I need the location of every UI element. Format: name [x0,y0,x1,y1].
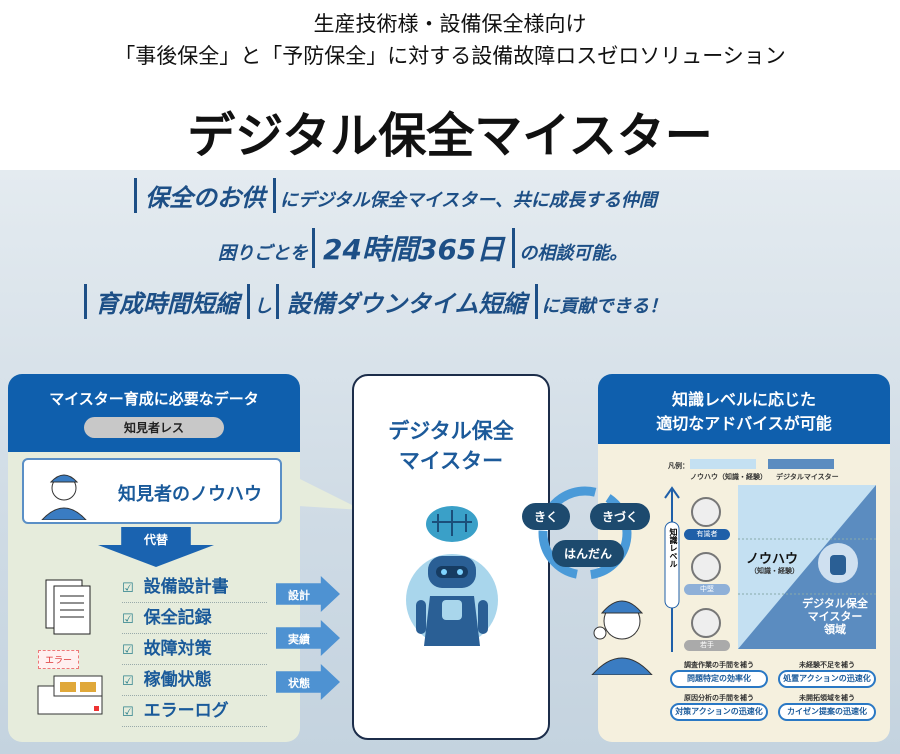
checklist-item: ☑ 保全記録 [122,603,267,634]
level-axis-arrow [664,486,680,652]
speech-tail [282,470,362,510]
slogan-3: 育成時間短縮し設備ダウンタイム短縮に貢献できる！ [80,284,667,319]
machine-icon [37,675,103,715]
benefit-label: 原因分析の手間を補う [684,694,754,702]
slogan-text: の相談可能。 [519,243,628,264]
slogan-text: し [254,296,272,317]
midlevel-avatar [691,552,721,582]
digital-region-label: デジタル保全マイスター領域 [795,597,875,636]
center-title-line1: デジタル保全 [388,419,514,443]
knowhow-title: ノウハウ [746,552,799,567]
document-icon [45,579,91,635]
checkbox-icon: ☑ [122,581,134,596]
checklist-item: ☑ 故障対策 [122,634,267,665]
slogan-text: にデジタル保全マイスター、共に成長する仲間 [280,190,657,211]
pill-badge: 知見者レス [83,417,224,438]
benefit-label: 未開拓領域を補う [799,694,855,702]
subtitle-line2: 「事後保全」と「予防保全」に対する設備故障ロスゼロソリューション [114,44,786,68]
junior-avatar [691,608,721,638]
knowhow-box: 知見者のノウハウ [22,458,282,524]
slogan-highlight: 設備ダウンタイム短縮 [276,284,538,319]
digital-label-1: デジタル保全 [802,597,868,610]
checklist-item: ☑ エラーログ [122,696,267,727]
substitute-label: 代替 [143,533,168,547]
knowhow-subtitle: （知識・経験） [750,567,799,575]
item-label: 故障対策 [143,639,212,659]
slogan-text: 困りごとを [218,243,308,264]
slogan-highlight: 保全のお供 [134,178,276,213]
benefit-label: 未経験不足を補う [799,661,855,669]
robot-icon [406,506,498,646]
benefit-value: 問題特定の効率化 [670,670,768,688]
checklist-item: ☑ 設備設計書 [122,572,267,603]
item-label: 保全記録 [143,608,212,628]
knowhow-label: 知見者のノウハウ [118,484,262,505]
slogan-highlight: 24時間365日 [312,228,516,268]
legend-digital: デジタルマイスター [776,473,839,481]
cycle-step-listen: きく [522,503,571,530]
panel-title: マイスター育成に必要なデータ [49,390,259,408]
error-burst: エラー [38,650,80,669]
expert-avatar [691,497,721,527]
worker-ok-icon [591,600,653,675]
slogan-highlight: 育成時間短縮 [84,284,250,319]
legend-swatch-knowhow [690,459,756,469]
level-badge: 若手 [684,640,730,651]
subtitle-line1: 生産技術様・設備保全様向け [313,12,587,36]
legend-swatch-digital [768,459,834,469]
legend-knowhow: ノウハウ（知識・経験） [690,473,767,481]
checkbox-icon: ☑ [122,674,134,689]
knowledge-triangle [738,485,876,649]
cycle-step-judge: はんだん [552,540,625,567]
panel-title-line2: 適切なアドバイスが可能 [656,414,832,433]
benefit-value: カイゼン提案の迅速化 [778,703,876,721]
page-title: デジタル保全マイスター [187,108,713,164]
legend-label: 凡例： [668,462,689,470]
item-label: 稼働状態 [143,670,212,690]
expert-person-icon [41,474,87,520]
item-label: 設備設計書 [143,577,229,597]
cycle-step-notice: きづく [590,503,651,530]
slogan-1: 保全のお供にデジタル保全マイスター、共に成長する仲間 [130,178,657,213]
level-badge: 有識者 [684,529,730,540]
checkbox-icon: ☑ [122,705,134,720]
checklist-item: ☑ 稼働状態 [122,665,267,696]
slogan-text: に貢献できる！ [541,296,668,317]
checkbox-icon: ☑ [122,612,134,627]
cycle-arrows-icon [538,486,632,580]
benefit-value: 対策アクションの迅速化 [670,703,768,721]
checkbox-icon: ☑ [122,643,134,658]
panel-title-line1: 知識レベルに応じた [671,390,816,409]
item-label: エラーログ [143,701,229,721]
digital-label-3: 領域 [824,623,846,636]
level-badge: 中堅 [684,584,730,595]
benefit-value: 処置アクションの迅速化 [778,670,876,688]
center-title-line2: マイスター [398,449,504,473]
axis-label: 知識レベル [669,528,678,568]
benefit-label: 調査作業の手間を補う [684,661,754,669]
digital-label-2: マイスター [807,610,863,623]
